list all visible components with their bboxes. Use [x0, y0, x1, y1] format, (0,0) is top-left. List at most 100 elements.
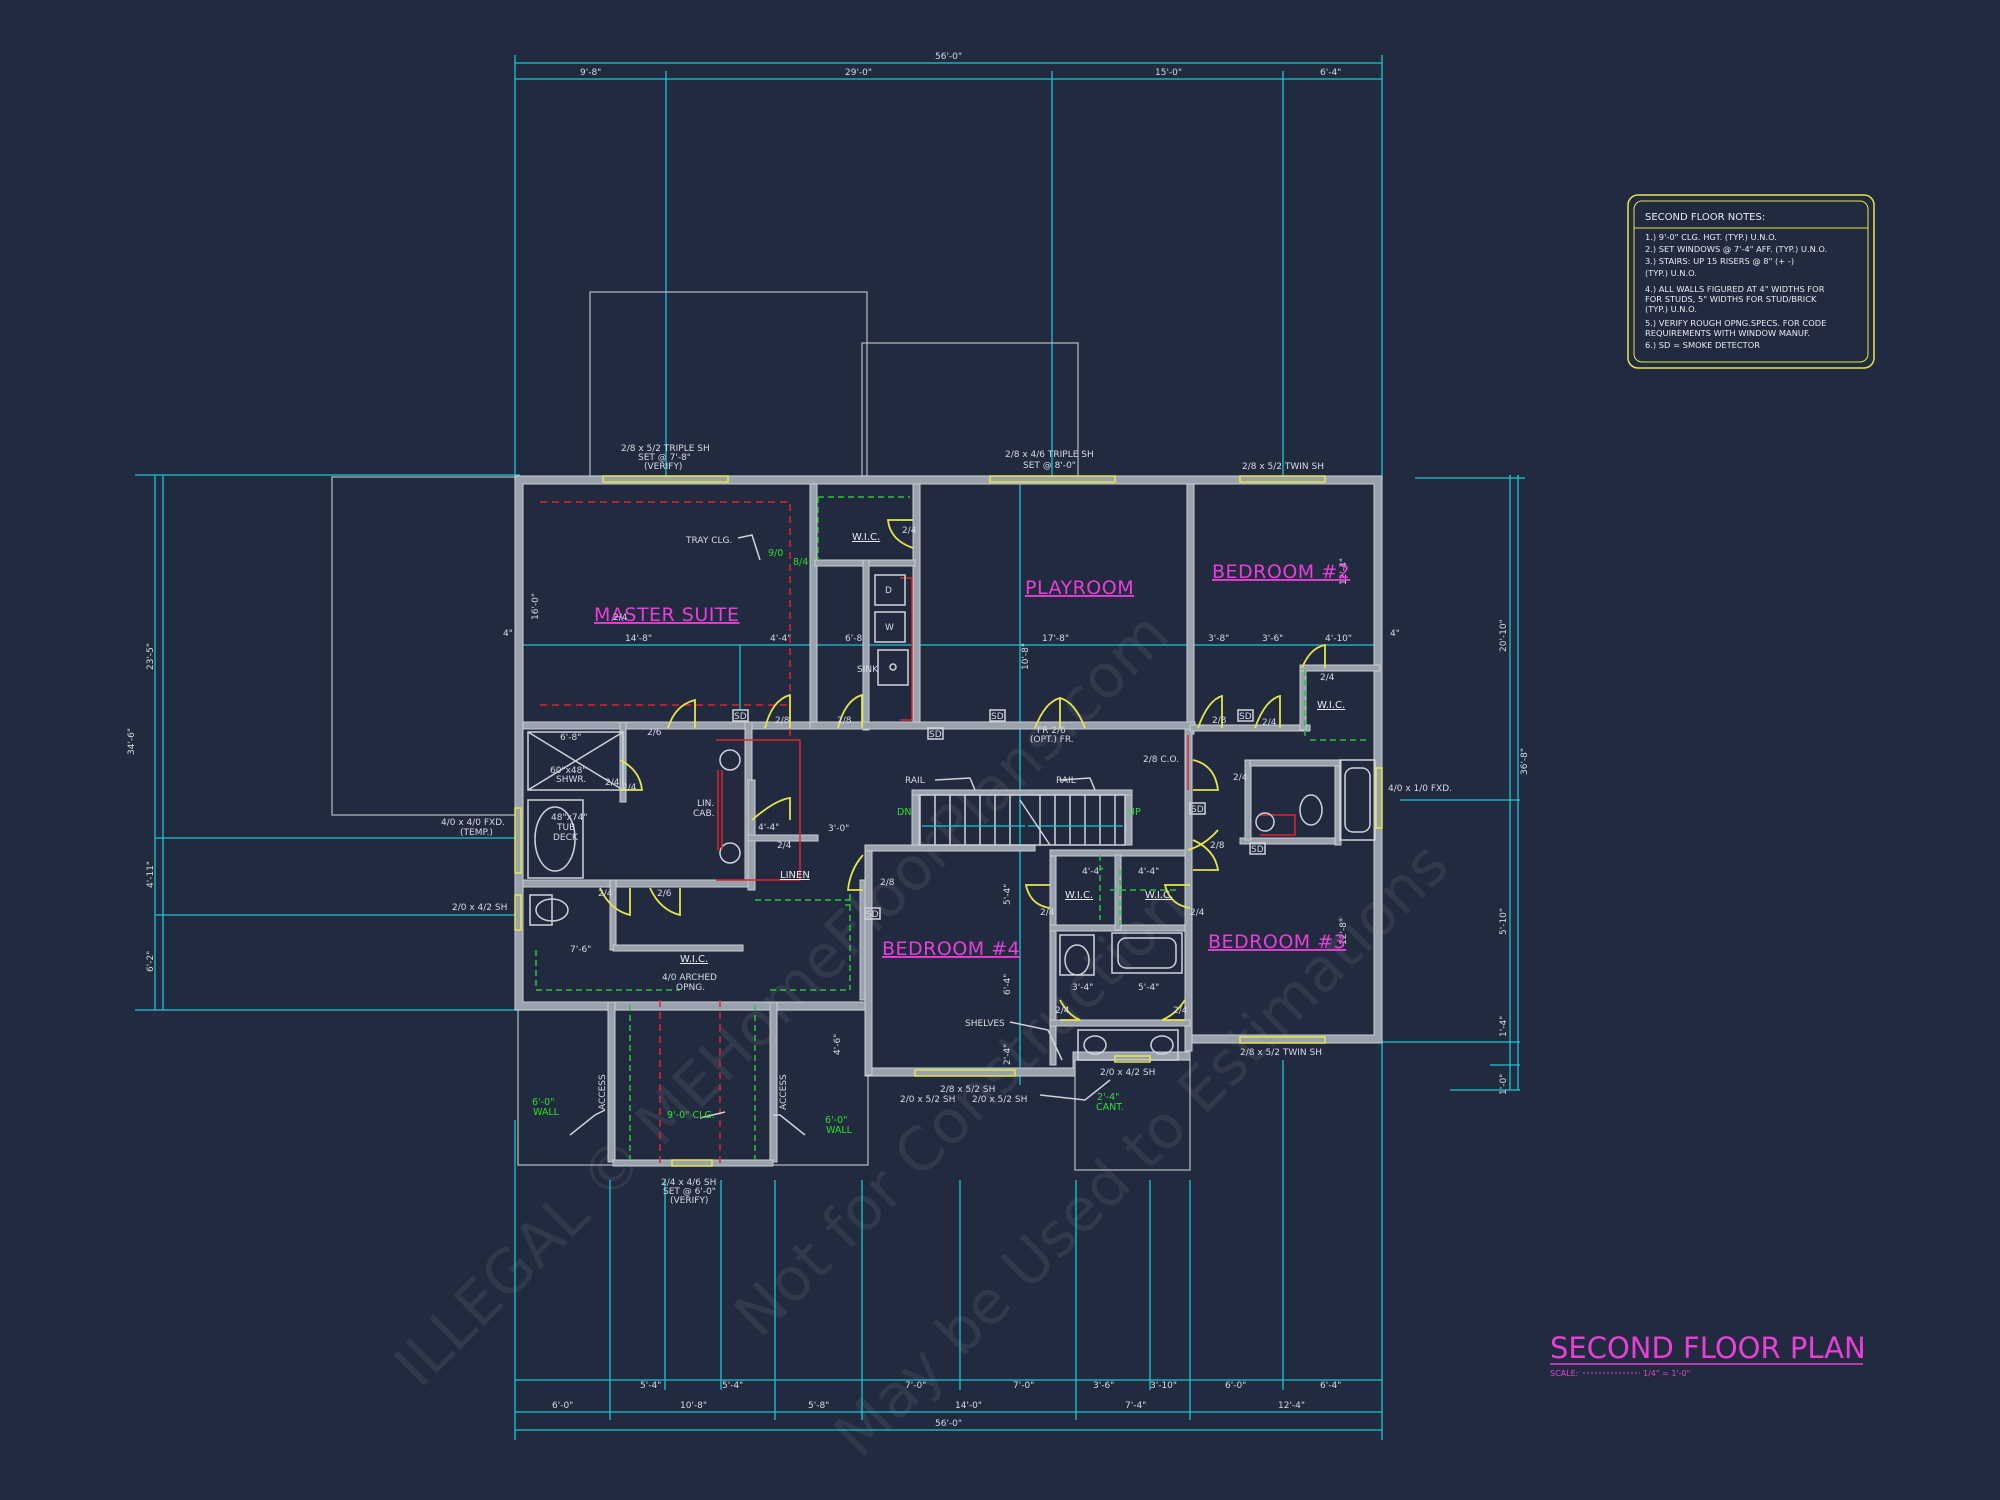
doors [599, 519, 1326, 1021]
label-clg9: 9'-0" CLG. [667, 1110, 715, 1121]
dim-in-play: 17'-8" [1042, 634, 1069, 644]
sd-6: SD [1251, 845, 1264, 855]
label-84: 8/4 [793, 557, 808, 568]
window-master-2: SET @ 7'-8" [638, 453, 691, 463]
dim-top-b: 29'-0" [845, 68, 872, 78]
window-fxd-right: 4/0 x 1/0 FXD. [1388, 784, 1452, 794]
dim-in-44c: 4'-4" [1138, 867, 1159, 877]
drawing-title-block: SECOND FLOOR PLAN SCALE: 1/4" = 1'-0" [1550, 1331, 1866, 1378]
door-label-14: 2/8 [880, 878, 895, 888]
dim-bot-c: 5'-8" [808, 1401, 829, 1411]
room-bedroom-2: BEDROOM #2 [1212, 561, 1350, 583]
dim-in-54b: 5'-4" [1003, 884, 1013, 905]
note-8: 5.) VERIFY ROUGH OPNG.SPECS. FOR CODE [1645, 318, 1826, 328]
dim-in-bed2c: 4'-10" [1325, 634, 1352, 644]
dim-in-4in-r: 4" [1390, 629, 1400, 639]
note-5: 4.) ALL WALLS FIGURED AT 4" WIDTHS FOR [1645, 284, 1825, 294]
exterior-walls [514, 475, 1383, 1077]
dim-in-bed2b: 3'-6" [1262, 634, 1283, 644]
door-label-9: 2/4 [1233, 773, 1248, 783]
door-label-15: 2/4 [1040, 908, 1055, 918]
label-wic-top: W.I.C. [852, 532, 880, 543]
label-dryer: D [885, 586, 892, 596]
sd-3: SD [991, 712, 1004, 722]
label-wic-bed2: W.I.C. [1317, 700, 1345, 711]
dim-bot-e: 7'-4" [1125, 1401, 1146, 1411]
note-6: FOR STUDS, 5" WIDTHS FOR STUD/BRICK [1645, 294, 1817, 304]
dim-in-master2: 4'-4" [770, 634, 791, 644]
leader-lines [569, 534, 1111, 1136]
label-tub-1: 48"x74" [551, 813, 588, 823]
door-label-5: 2/4 [605, 778, 620, 788]
dim-in-64: 6'-4" [1003, 974, 1013, 995]
door-label-1: 2/4 [902, 526, 917, 536]
window-labels: 2/8 x 5/2 TRIPLE SH SET @ 7'-8" (VERIFY)… [441, 444, 1452, 1206]
dim-in-214: 2'-4" [1003, 1044, 1013, 1065]
door-label-19: 2/4 [613, 613, 628, 623]
dim-bot-h: 5'-4" [722, 1381, 743, 1391]
label-shwr-1: 60"x48" [550, 766, 587, 776]
stairs [919, 794, 1126, 846]
window-fxd-left-2: (TEMP.) [460, 828, 493, 838]
door-label-4: 2/6 [647, 728, 662, 738]
dim-top-c: 15'-0" [1155, 68, 1182, 78]
door-label-12: 2/8 [1210, 841, 1225, 851]
window-bed4-b: 2/0 x 5/2 SH [900, 1095, 955, 1105]
label-wall6-a: 6'-0" [532, 1097, 555, 1108]
label-cant-1: 2'-4" [1097, 1092, 1120, 1103]
room-playroom: PLAYROOM [1025, 577, 1134, 599]
window-bed4-c: 2/0 x 5/2 SH [972, 1095, 1027, 1105]
label-rail-2: RAIL [1056, 776, 1076, 786]
dim-in-play2: 6'-8" [845, 634, 866, 644]
dim-bot-d: 14'-0" [955, 1401, 982, 1411]
note-10: 6.) SD = SMOKE DETECTOR [1645, 340, 1760, 350]
dim-right-d: 1'-0" [1499, 1074, 1509, 1095]
dim-in-76: 7'-6" [570, 945, 591, 955]
notes-title: SECOND FLOOR NOTES: [1645, 212, 1765, 223]
label-tub-2: TUB [556, 823, 575, 833]
label-cant-2: CANT. [1096, 1102, 1124, 1113]
dim-bot-k: 3'-6" [1093, 1381, 1114, 1391]
door-label-6: 2/8 [1212, 716, 1227, 726]
label-wic-mid2: W.I.C. [1145, 890, 1173, 901]
window-bottom-3: (VERIFY) [670, 1196, 708, 1206]
label-access-1: ACCESS [598, 1074, 608, 1110]
dim-top-d: 6'-4" [1320, 68, 1341, 78]
dim-in-16: 16'-0" [531, 593, 541, 620]
label-tub-3: DECK [553, 833, 579, 843]
label-wic-bottom: W.I.C. [680, 954, 708, 965]
label-wic-mid1: W.I.C. [1065, 890, 1093, 901]
room-labels: MASTER SUITE PLAYROOM BEDROOM #2 BEDROOM… [594, 561, 1350, 960]
windows [514, 475, 1383, 1167]
note-7: (TYP.) U.N.O. [1645, 304, 1697, 314]
door-label-11: 2/4 [598, 889, 613, 899]
window-play-1: 2/8 x 4/6 TRIPLE SH [1005, 450, 1094, 460]
window-master-1: 2/8 x 5/2 TRIPLE SH [621, 444, 710, 454]
drawing-title: SECOND FLOOR PLAN [1550, 1331, 1866, 1365]
sd-2: SD [929, 730, 942, 740]
label-wall6-d: WALL [826, 1125, 853, 1136]
dimension-text: 56'-0" 9'-8" 29'-0" 15'-0" 6'-4" 5'-4" 5… [127, 52, 1530, 1429]
label-tray-clg: TRAY CLG. [685, 536, 732, 546]
smoke-detectors: SD SD SD SD SD SD SD [732, 709, 1266, 920]
label-shwr-2: SHWR. [556, 775, 586, 785]
dim-bot-n: 6'-4" [1320, 1381, 1341, 1391]
dim-bot-a: 6'-0" [552, 1401, 573, 1411]
note-9: REQUIREMENTS WITH WINDOW MANUF. [1645, 328, 1810, 338]
second-floor-notes: SECOND FLOOR NOTES: 1.) 9'-0" CLG. HGT. … [1627, 194, 1875, 369]
room-bedroom-4: BEDROOM #4 [882, 938, 1020, 960]
dim-top-total: 56'-0" [935, 52, 962, 62]
drawing-scale-value: 1/4" = 1'-0" [1643, 1369, 1690, 1378]
door-label-13: 2/4 [777, 841, 792, 851]
dim-bot-f: 12'-4" [1278, 1401, 1305, 1411]
label-dn: DN [897, 807, 911, 818]
label-cab: CAB. [693, 809, 714, 819]
dim-bot-total: 56'-0" [935, 1419, 962, 1429]
window-master-3: (VERIFY) [644, 462, 682, 472]
sd-5: SD [1191, 805, 1204, 815]
window-play-2: SET @ 8'-0" [1023, 461, 1076, 471]
dim-in-master: 14'-8" [625, 634, 652, 644]
door-label-8: 2/4 [1320, 673, 1335, 683]
label-rail-1: RAIL [905, 776, 925, 786]
door-label-7: 2/4 [1262, 718, 1277, 728]
